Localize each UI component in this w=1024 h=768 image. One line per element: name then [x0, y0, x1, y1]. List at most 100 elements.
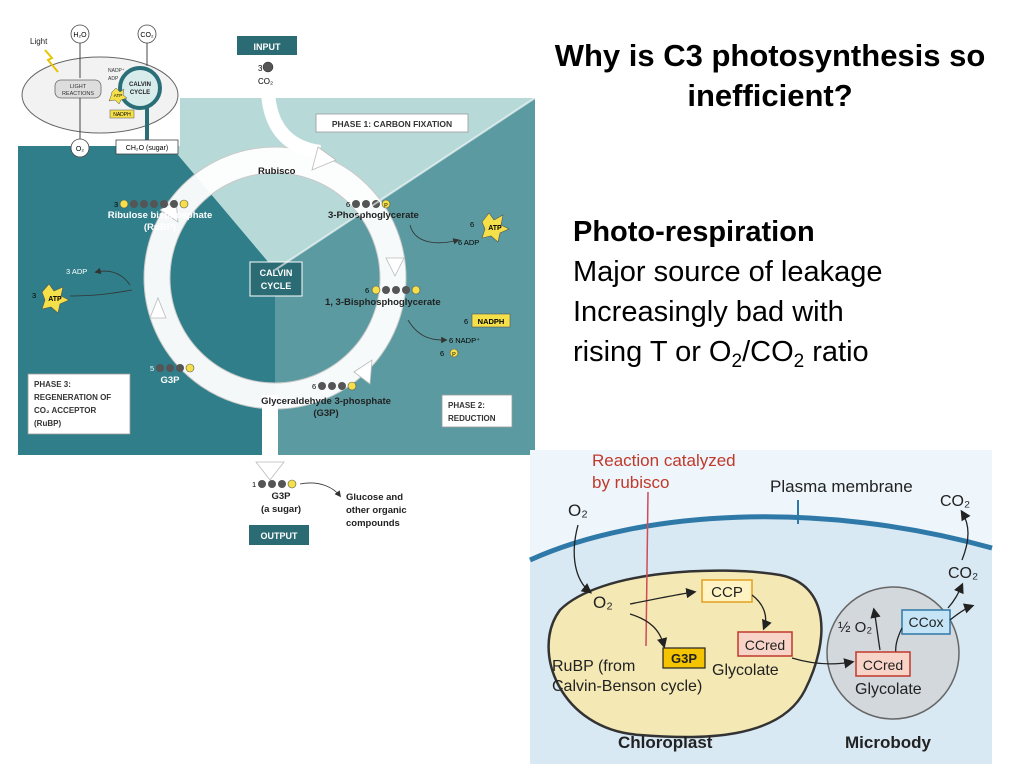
inset-h2o: H₂O — [73, 32, 87, 39]
half-o2-label: ½ O₂ — [838, 619, 872, 636]
input-co2: CO₂ — [258, 77, 273, 86]
phase3-4: (RuBP) — [34, 419, 61, 428]
nadph-box — [471, 313, 511, 328]
inset-calvin-cycle — [118, 66, 162, 110]
out-molecule — [258, 479, 297, 489]
photoresp-background — [530, 450, 992, 764]
cc-red2-label: CCred — [863, 657, 903, 673]
slide-body: Photo-respiration Major source of leakag… — [573, 212, 1013, 372]
ccp-label: CCP — [711, 584, 743, 601]
g3p-box — [662, 647, 706, 669]
phase2-2: REDUCTION — [448, 414, 496, 423]
svg-text:P: P — [452, 352, 456, 358]
inset-nadph: NADPH — [113, 112, 131, 118]
input-box — [237, 36, 297, 55]
glucose-2: other organic — [346, 505, 407, 516]
co2-input-arrow — [261, 91, 322, 159]
co2-subscript: 2 — [793, 351, 805, 372]
six-nadp-label: 6 NADP⁺ — [449, 336, 480, 345]
six-p-count: 6 — [440, 349, 444, 358]
3pg-count: 6 — [346, 200, 350, 209]
chloroplast-label: Chloroplast — [618, 733, 713, 752]
g3p-label: G3P — [671, 651, 697, 666]
inset-atp-star-icon — [108, 87, 128, 105]
svg-text:P: P — [384, 203, 388, 209]
cc-red-box — [737, 631, 793, 657]
three-adp-label: 3 ADP — [66, 267, 87, 276]
inset-atp: ATP — [114, 93, 122, 98]
g3p-left-label: G3P — [160, 375, 180, 386]
slide-title: Why is C3 photosynthesis so inefficient? — [554, 38, 986, 113]
chloroplast-body — [547, 569, 823, 739]
body-line-1: Major source of leakage — [573, 256, 883, 288]
output-label: OUTPUT — [261, 531, 299, 541]
six-adp-label: 6 ADP — [458, 238, 479, 247]
o2-top: O₂ — [568, 501, 588, 520]
phase3-2: REGENERATION OF — [34, 393, 111, 402]
nadph-label: NADPH — [478, 317, 505, 326]
inset-light-reactions-2: REACTIONS — [62, 91, 94, 97]
g3p-left-count: 5 — [150, 364, 154, 373]
body-line-2: Increasingly bad with — [573, 296, 844, 328]
body-line-3a: rising T or O — [573, 336, 732, 368]
co2-top: CO₂ — [940, 493, 970, 510]
inset-o2-circle — [70, 138, 90, 158]
phase3-label-box — [27, 373, 131, 435]
calvin-cycle-figure: LIGHT REACTIONS CALVIN CYCLE Light H₂O C… — [10, 24, 536, 545]
o2-inner: O₂ — [593, 593, 613, 612]
glucose-3: compounds — [346, 518, 400, 529]
six-atp-count: 6 — [470, 220, 474, 229]
cytosol-region — [530, 516, 992, 764]
inset-o2: O₂ — [76, 146, 84, 153]
microbody-label: Microbody — [845, 733, 931, 752]
inset-nadp: NADP⁺ — [108, 68, 125, 74]
body-line-3: rising T or O2/CO2 ratio — [573, 332, 1013, 372]
inset-light-reactions-1: LIGHT — [70, 84, 87, 90]
inset-adp: ADP — [108, 76, 119, 82]
inset-calvin-1: CALVIN — [129, 82, 151, 88]
input-count: 3 — [258, 64, 263, 73]
3pg-molecule: P — [352, 199, 391, 209]
body-line-3c: ratio — [804, 336, 869, 368]
cc-red2-box — [855, 651, 911, 677]
atp-star-icon-2 — [41, 283, 70, 314]
g3p-left-molecule — [156, 363, 195, 373]
light-bolt-icon — [44, 49, 59, 73]
rubp-molecule — [119, 199, 189, 209]
inset-co2: CO₂ — [140, 32, 154, 39]
atp-star-icon — [481, 212, 510, 243]
g3p6-count: 6 — [312, 382, 316, 391]
inset-sugar: CH₂O (sugar) — [126, 145, 168, 152]
rubp-label-2: (RuBP) — [144, 222, 176, 233]
g3p6-label-2: (G3P) — [313, 408, 338, 419]
output-box — [249, 525, 309, 545]
out-count: 1 — [252, 480, 256, 489]
rubp-count: 3 — [114, 200, 118, 209]
inset-light-reactions — [54, 79, 102, 99]
rubp-from-1: RuBP (from — [552, 658, 635, 675]
phase3-1: PHASE 3: — [34, 380, 71, 389]
inset-calvin-2: CYCLE — [130, 90, 150, 96]
calvin-center-box — [249, 261, 303, 297]
phase1-label-box — [315, 113, 469, 133]
cc-ox-label: CCox — [908, 614, 943, 630]
rubp-label-1: Ribulose bisphosphate — [108, 210, 213, 221]
atp-label-2: ATP — [48, 296, 62, 303]
cc-ox-box — [901, 609, 951, 635]
glycolate-label: Glycolate — [712, 662, 779, 679]
plasma-membrane-label: Plasma membrane — [770, 477, 913, 496]
inset-diagram: LIGHT REACTIONS CALVIN CYCLE Light H₂O C… — [10, 24, 180, 158]
atp-label-1: ATP — [488, 225, 502, 232]
phase2-label-box — [441, 394, 513, 428]
calvin-center-2: CYCLE — [261, 281, 292, 291]
bpg-count: 6 — [365, 286, 369, 295]
o2-subscript: 2 — [731, 351, 743, 372]
microbody-body — [826, 586, 960, 720]
bpg-label: 1, 3-Bisphosphoglycerate — [325, 297, 441, 308]
input-label: INPUT — [254, 42, 282, 52]
ccp-box — [701, 579, 753, 603]
inset-light: Light — [30, 37, 48, 46]
calvin-center-1: CALVIN — [260, 268, 293, 278]
six-nadph-count: 6 — [464, 317, 468, 326]
out-g3p-1: G3P — [271, 491, 291, 502]
